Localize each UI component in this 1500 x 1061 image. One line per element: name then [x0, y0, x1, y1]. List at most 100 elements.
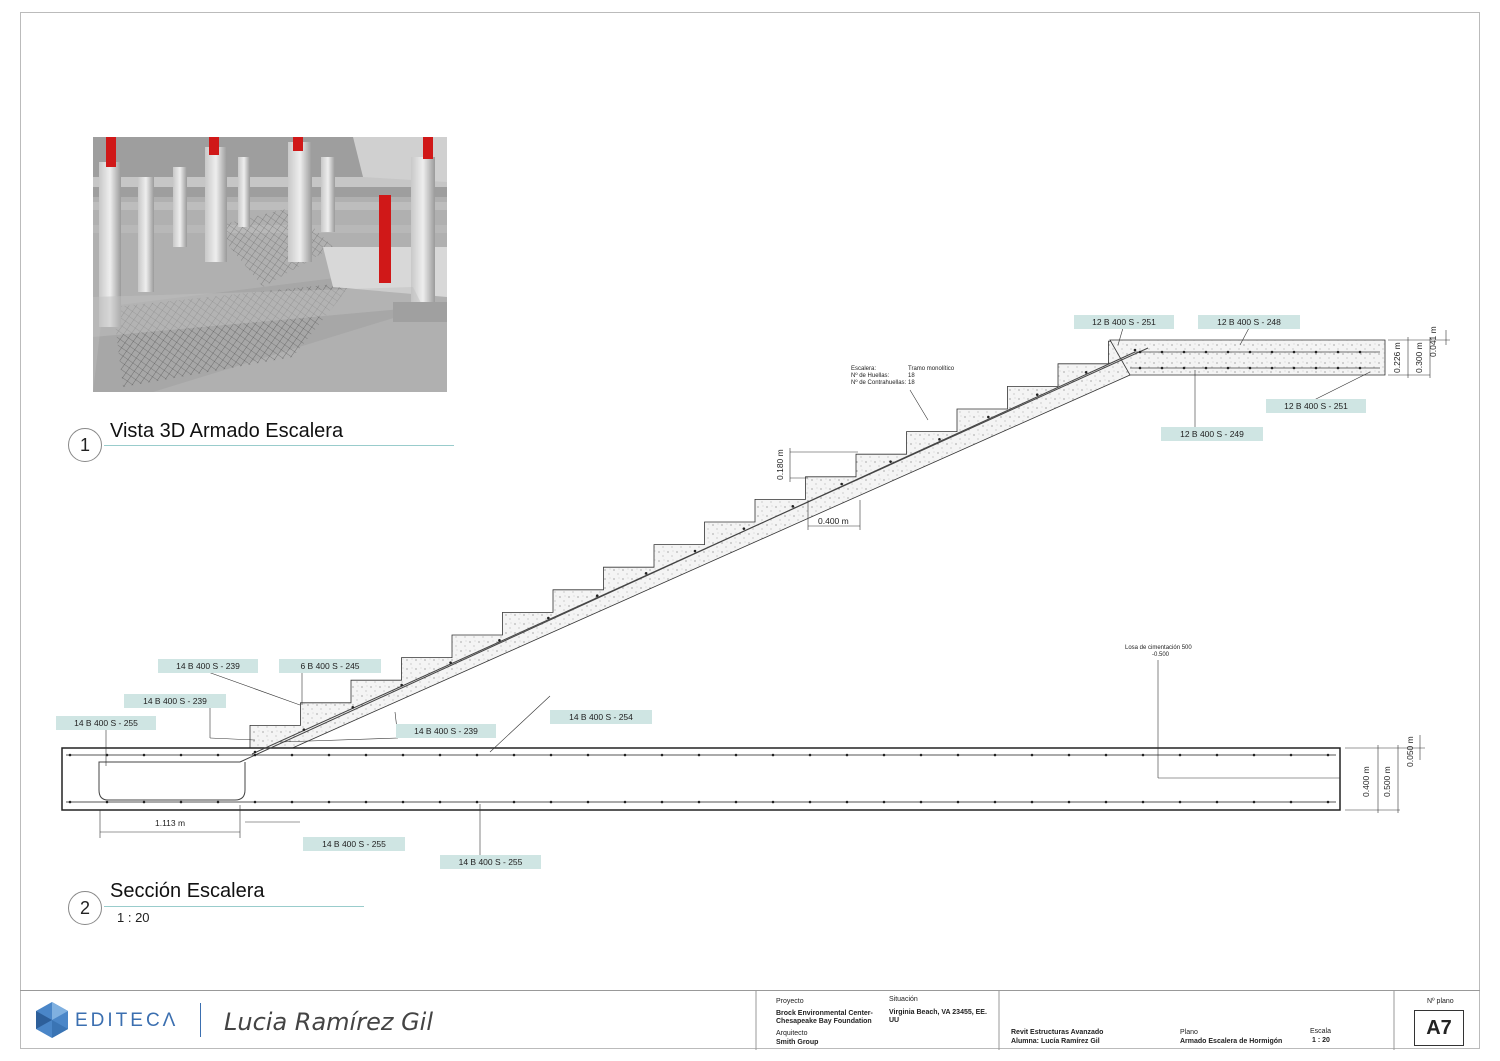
rebar-dot — [586, 753, 590, 757]
rebar-dot — [1292, 366, 1296, 370]
rebar-tag: 6 B 400 S - 245 — [279, 659, 381, 673]
rebar-dot — [498, 639, 501, 642]
foundation-slab — [61, 747, 1341, 811]
divider — [1393, 991, 1395, 1050]
rebar-dot — [993, 800, 997, 804]
rebar-dot — [1160, 350, 1164, 354]
rebar-dot — [660, 800, 664, 804]
rebar-dot — [742, 527, 746, 530]
view-number-1: 1 — [68, 428, 102, 462]
rebar-dot — [1336, 366, 1340, 370]
rebar-dot — [771, 753, 775, 757]
dimension-lines — [99, 330, 1450, 838]
flight-rebar-top — [251, 347, 1149, 755]
stair-flight-concrete — [249, 340, 1171, 759]
rebar-dot — [808, 753, 812, 757]
rebar-dot — [216, 800, 220, 804]
rebar-dot — [1270, 366, 1274, 370]
rebar-dots — [68, 348, 1362, 804]
rebar-dot — [623, 800, 627, 804]
rebar-dot — [1358, 366, 1362, 370]
rebar-dot — [1030, 800, 1034, 804]
rebar-tag: 14 B 400 S - 239 — [124, 694, 226, 708]
sheet-number: A7 — [1414, 1010, 1464, 1046]
rebar-dot — [644, 572, 648, 575]
situacion-line1: Virginia Beach, VA 23455, EE. — [889, 1009, 987, 1016]
rebar-dot — [938, 438, 941, 441]
plano-value: Armado Escalera de Hormigón — [1180, 1038, 1283, 1045]
stair-flight-section — [249, 340, 1171, 759]
rebar-dot — [1178, 800, 1182, 804]
rebar-tag: 14 B 400 S - 255 — [440, 855, 541, 869]
rebar-dot — [1182, 350, 1186, 354]
divider — [998, 991, 1000, 1050]
view-number-2: 2 — [68, 891, 102, 925]
rebar-dot — [1292, 350, 1296, 354]
rebar-dot — [919, 800, 923, 804]
rebar-dot — [882, 753, 886, 757]
3d-render-illustration — [93, 137, 447, 392]
rebar-dot — [1138, 366, 1142, 370]
rebar-dot — [808, 800, 812, 804]
rebar-dot — [1030, 753, 1034, 757]
view-title-underline — [104, 906, 364, 907]
rebar-dot — [512, 800, 516, 804]
rebar-dot — [179, 800, 183, 804]
author-name: Lucia Ramírez Gil — [224, 1008, 434, 1036]
rebar-dot — [142, 800, 146, 804]
rebar-dot — [290, 753, 294, 757]
rebar-dot — [1326, 800, 1330, 804]
escala-value: 1 : 20 — [1312, 1037, 1330, 1044]
rebar-dot — [993, 753, 997, 757]
rebar-dot — [1141, 800, 1145, 804]
rebar-dot — [105, 753, 109, 757]
title-block — [20, 990, 1480, 1050]
rebar-dot — [1226, 350, 1230, 354]
rebar-dot — [179, 753, 183, 757]
rebar-tag: 12 B 400 S - 251 — [1074, 315, 1174, 329]
rebar-dot — [1104, 753, 1108, 757]
rebar-dot — [840, 482, 843, 486]
rebar-dot — [956, 800, 960, 804]
rebar-dot — [1084, 371, 1088, 374]
stair-note-value: 18 — [908, 380, 915, 386]
student-name: Alumna: Lucía Ramírez Gil — [1011, 1038, 1100, 1045]
rebar-dot — [1067, 753, 1071, 757]
slab-dimension-050: 0.050 m — [1405, 736, 1415, 767]
rebar-dot — [1104, 800, 1108, 804]
rebar-dot — [1358, 350, 1362, 354]
rebar-dot — [512, 753, 516, 757]
rebar-dot — [1138, 350, 1142, 354]
leader-lines — [105, 327, 1371, 855]
rebar-dot — [400, 683, 403, 687]
stair-note-value: Tramo monolítico — [908, 366, 955, 372]
rebar-tag: 14 B 400 S - 254 — [550, 710, 652, 724]
rebar-dot — [364, 753, 368, 757]
slab-dimension-500: 0.500 m — [1382, 766, 1392, 797]
stair-note-label: Nº de Huellas: — [851, 373, 890, 379]
rebar-dot — [919, 753, 923, 757]
rebar-tag: 14 B 400 S - 255 — [303, 837, 405, 851]
rebar-dot — [438, 800, 442, 804]
escala-label: Escala — [1310, 1028, 1332, 1035]
rebar-dot — [351, 706, 355, 709]
rebar-dot — [216, 753, 220, 757]
view-title-underline — [104, 445, 454, 446]
rebar-dot — [1314, 366, 1318, 370]
tread-dimension: 0.400 m — [818, 516, 849, 526]
landing-dimension-300: 0.300 m — [1414, 342, 1424, 373]
view-title-3d: Vista 3D Armado Escalera — [110, 420, 344, 442]
rebar-dot — [1215, 753, 1219, 757]
rebar-dot — [1226, 366, 1230, 370]
rebar-dot — [1326, 753, 1330, 757]
rebar-dot — [845, 800, 849, 804]
rebar-dot — [449, 661, 452, 664]
arquitecto-value: Smith Group — [776, 1039, 819, 1046]
rebar-dot — [68, 800, 72, 804]
proyecto-line1: Brock Environmental Center- — [776, 1010, 873, 1017]
rebar-dot — [882, 800, 886, 804]
rebar-dot — [1289, 800, 1293, 804]
rebar-dot — [364, 800, 368, 804]
drawing-sheet-frame — [20, 12, 1480, 1049]
